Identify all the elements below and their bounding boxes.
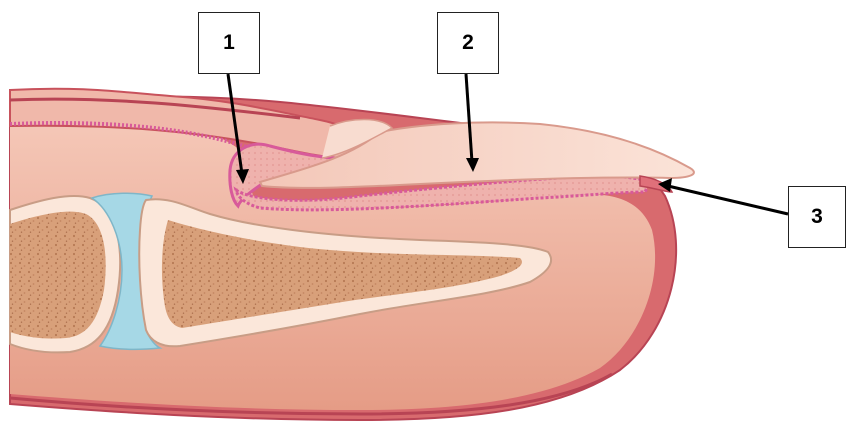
middle-phalanx-marrow [10,212,106,339]
label-box-2: 2 [437,12,499,74]
label-1-text: 1 [223,31,235,55]
arrow-3 [658,178,788,214]
label-box-1: 1 [198,12,260,74]
label-3-text: 3 [811,205,823,229]
label-2-text: 2 [462,31,474,55]
label-box-3: 3 [788,186,846,248]
